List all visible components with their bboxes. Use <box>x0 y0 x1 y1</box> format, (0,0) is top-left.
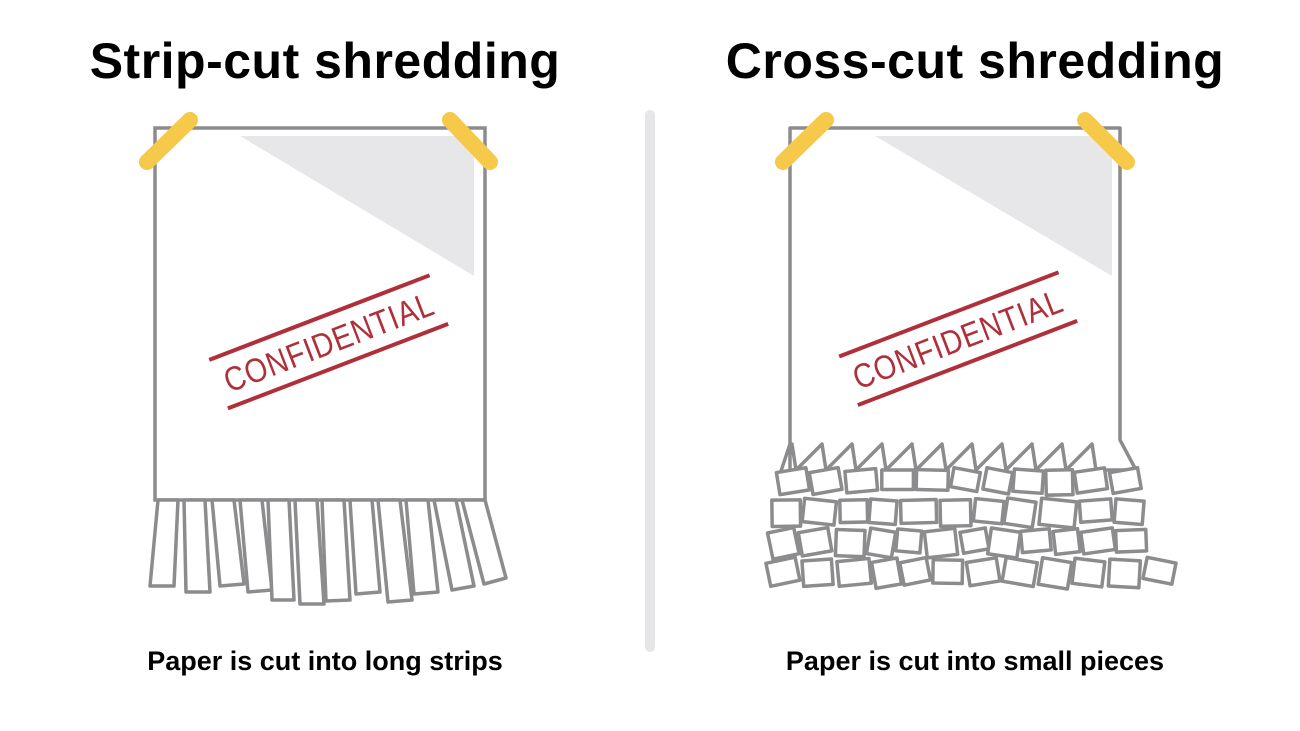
cross-cut-illustration: CONFIDENTIAL <box>764 112 1178 591</box>
paper-piece-icon <box>770 498 803 529</box>
paper-piece-icon <box>800 496 839 527</box>
paper-strips <box>148 498 508 606</box>
paper-piece-icon <box>1051 526 1082 557</box>
paper-piece-icon <box>765 525 801 561</box>
paper-piece-icon <box>1078 526 1118 556</box>
paper-piece-icon <box>1002 496 1038 530</box>
strip-cut-title: Strip-cut shredding <box>89 33 561 89</box>
paper-piece-icon <box>838 497 870 525</box>
paper-piece-icon <box>800 557 835 589</box>
paper-strip-icon <box>182 498 212 594</box>
paper-piece-icon <box>1043 467 1075 497</box>
paper-strip-icon <box>460 498 508 586</box>
paper-strip-icon <box>404 498 440 596</box>
page-fold-shade <box>240 136 474 276</box>
paper-piece-icon <box>948 465 983 494</box>
paper-sheet-icon <box>778 126 1138 478</box>
tape-icon <box>775 112 1135 170</box>
paper-piece-icon <box>898 497 939 526</box>
paper-piece-icon <box>807 465 844 497</box>
paper-piece-icon <box>1072 466 1110 495</box>
paper-piece-icon <box>964 555 1002 588</box>
paper-strip-icon <box>376 498 414 604</box>
paper-piece-icon <box>796 525 834 558</box>
cross-cut-title: Cross-cut shredding <box>725 33 1225 89</box>
paper-piece-icon <box>867 497 899 527</box>
page-fold-shade <box>875 136 1112 276</box>
paper-piece-icon <box>1018 526 1053 555</box>
paper-piece-icon <box>914 467 951 493</box>
paper-piece-icon <box>1011 467 1046 496</box>
paper-piece-icon <box>938 497 973 529</box>
paper-piece-icon <box>864 526 898 560</box>
paper-piece-icon <box>922 526 960 560</box>
paper-strip-icon <box>148 498 180 588</box>
paper-strip-icon <box>432 498 476 592</box>
paper-piece-icon <box>1000 555 1040 589</box>
paper-strip-icon <box>266 498 296 602</box>
paper-piece-icon <box>1141 555 1178 586</box>
paper-piece-icon <box>1113 527 1149 554</box>
paper-piece-icon <box>1106 557 1143 590</box>
strip-cut-caption: Paper is cut into long strips <box>147 646 503 676</box>
paper-piece-icon <box>894 527 924 555</box>
paper-piece-icon <box>1112 497 1146 527</box>
paper-strip-icon <box>210 498 246 588</box>
panel-divider <box>645 110 655 652</box>
paper-piece-icon <box>897 555 933 587</box>
paper-piece-icon <box>1037 496 1079 530</box>
paper-piece-icon <box>880 468 916 492</box>
paper-piece-icon <box>774 466 812 497</box>
paper-piece-icon <box>764 555 802 589</box>
paper-strip-icon <box>293 498 326 606</box>
cross-cut-panel: Cross-cut shredding CONFIDENTIAL Paper i… <box>650 0 1300 731</box>
paper-piece-icon <box>843 466 880 495</box>
paper-piece-icon <box>1036 556 1074 591</box>
paper-piece-icon <box>981 465 1015 496</box>
paper-piece-icon <box>971 496 1006 526</box>
paper-piece-icon <box>958 526 991 556</box>
strip-cut-panel: Strip-cut shredding CONFIDENTIAL Paper i… <box>89 33 561 676</box>
cross-cut-caption: Paper is cut into small pieces <box>785 646 1165 676</box>
paper-piece-icon <box>833 527 867 559</box>
paper-piece-icon <box>931 557 965 586</box>
strip-cut-illustration: CONFIDENTIAL <box>139 112 508 606</box>
paper-piece-icon <box>1070 556 1107 589</box>
tape-icon <box>139 112 498 170</box>
paper-piece-icon <box>835 556 874 589</box>
paper-piece-icon <box>985 526 1023 560</box>
paper-strip-icon <box>320 498 352 603</box>
paper-piece-icon <box>869 556 904 591</box>
paper-strip-icon <box>348 498 382 596</box>
paper-piece-icon <box>1107 465 1143 496</box>
paper-piece-icon <box>1077 497 1114 524</box>
paper-pieces <box>764 465 1178 591</box>
